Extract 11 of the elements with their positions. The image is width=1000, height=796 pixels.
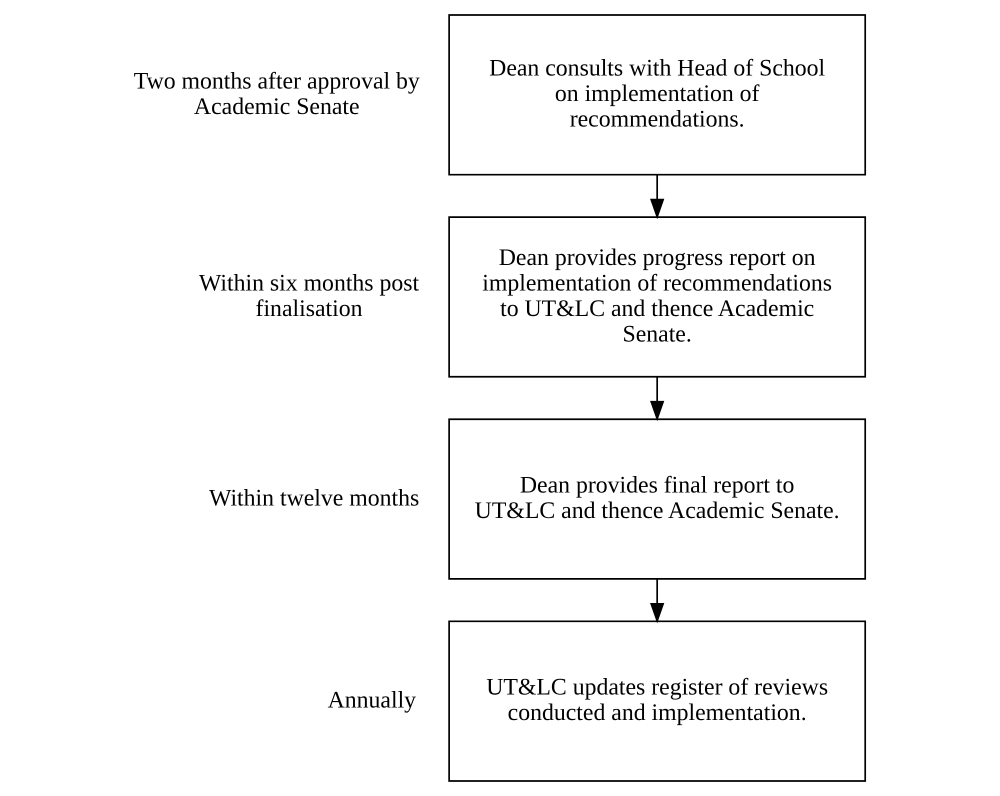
- arrow: [650, 377, 664, 422]
- arrow: [650, 579, 664, 624]
- node-label: Annually: [327, 687, 416, 714]
- node-box: Dean consults with Head of School on implementation of recommendations.: [448, 14, 866, 176]
- arrow: [650, 175, 664, 220]
- node-box: Dean provides progress report on implementation of recommendations to UT&LC and thence Academic Senate.: [448, 216, 866, 378]
- node-box: UT&LC updates register of reviews conducted and implementation.: [448, 620, 866, 782]
- node-label: Two months after approval by Academic Senate: [133, 68, 420, 120]
- node-box: Dean provides final report to UT&LC and thence Academic Senate.: [448, 418, 866, 580]
- node-label: Within six months post finalisation: [198, 270, 419, 322]
- node-label: Within twelve months: [208, 485, 419, 512]
